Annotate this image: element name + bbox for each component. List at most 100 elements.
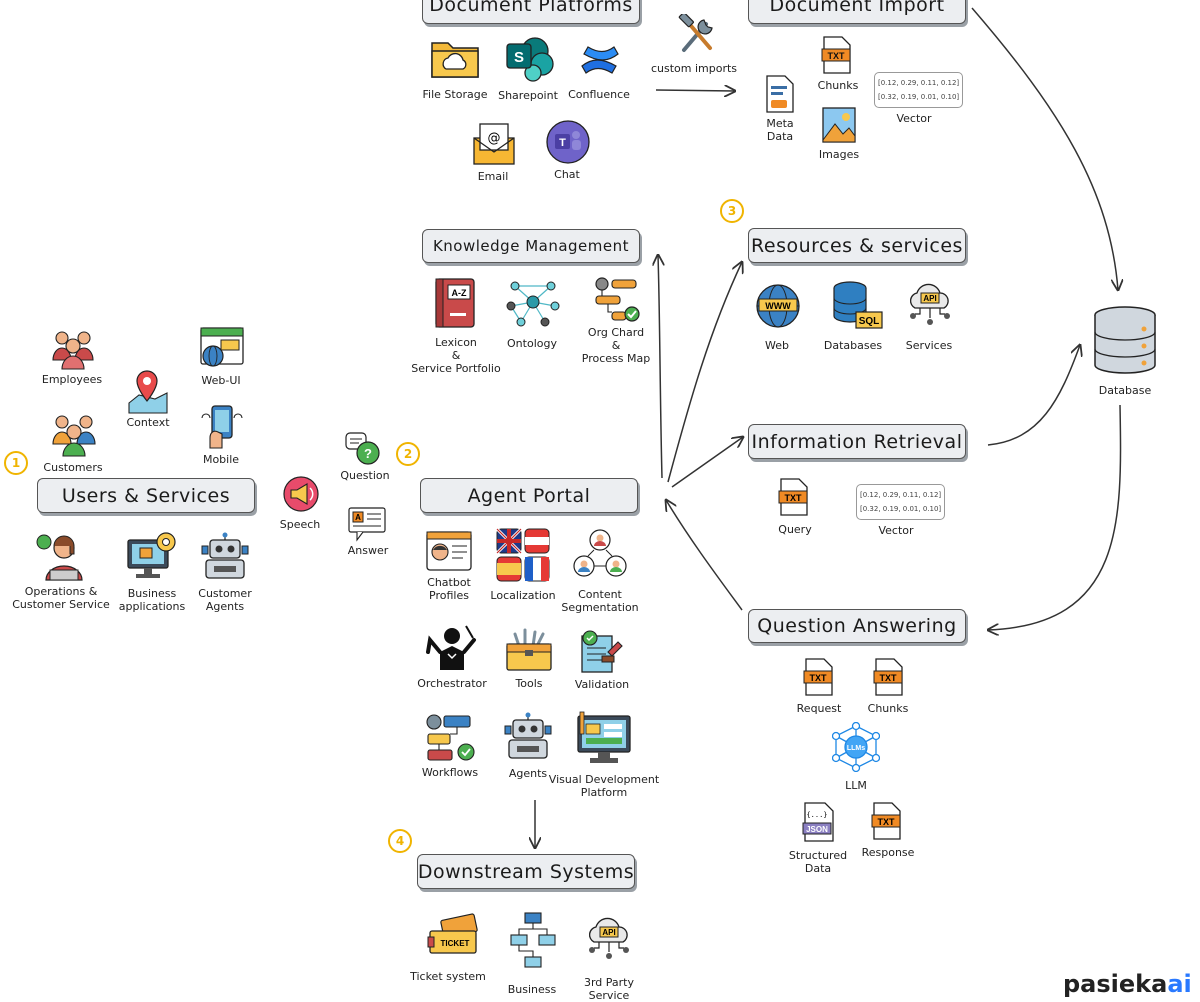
validation-stamp-icon: [581, 630, 623, 673]
request-label: Request: [796, 702, 842, 715]
localization-label: Localization: [490, 589, 556, 602]
orchestrator-label: Orchestrator: [417, 677, 487, 690]
svg-text:TXT: TXT: [810, 673, 828, 683]
retrieval-vector-row-2: [0.32, 0.19, 0.01, 0.10]: [860, 505, 942, 513]
business-flowchart-icon: [510, 912, 556, 968]
arrow-database-to-qa: [988, 404, 1122, 630]
business-applications-label: Business applications: [118, 587, 186, 613]
svg-text:TXT: TXT: [878, 817, 896, 827]
third-party-api-icon: API: [588, 917, 629, 959]
chunks-label: Chunks: [817, 79, 859, 92]
confluence-icon: [581, 46, 619, 74]
question-answering-box: Question Answering: [748, 609, 966, 643]
step-number-3: 3: [720, 199, 744, 223]
speech-label: Speech: [279, 518, 321, 531]
agents-robot-icon: [504, 712, 552, 759]
business-label: Business: [507, 983, 557, 996]
email-label: Email: [477, 170, 509, 183]
answer-document-icon: A: [348, 507, 386, 542]
step-number-2: 2: [396, 442, 420, 466]
query-label: Query: [778, 523, 812, 536]
ontology-label: Ontology: [507, 337, 557, 350]
customer-agent-robot-icon: [201, 532, 249, 579]
svg-text:S: S: [514, 49, 524, 66]
users-services-box: Users & Services: [37, 478, 255, 513]
visual-development-icon: [577, 711, 631, 763]
llm-network-icon: LLMs: [832, 722, 880, 772]
svg-text:?: ?: [364, 446, 372, 461]
database-server-icon: [1094, 306, 1156, 374]
sharepoint-label: Sharepoint: [498, 89, 558, 102]
operations-label: Operations & Customer Service: [12, 585, 110, 611]
chat-label: Chat: [554, 168, 580, 181]
svg-text:WWW: WWW: [765, 301, 791, 311]
vector-label: Vector: [896, 112, 932, 125]
arrow-portal-to-knowledge: [658, 255, 662, 479]
ticket-system-icon: TICKET: [427, 913, 478, 954]
step-number-4: 4: [388, 829, 412, 853]
tools-hammer-wrench-icon: [678, 14, 713, 52]
localization-flags-icon: [495, 527, 550, 582]
svg-text:A: A: [355, 513, 361, 522]
org-chart-process-icon: [595, 277, 640, 322]
svg-text:T: T: [559, 137, 566, 149]
svg-text:TXT: TXT: [880, 673, 898, 683]
file-storage-label: File Storage: [422, 88, 488, 101]
question-answering-title: Question Answering: [757, 615, 957, 637]
svg-text:{...}: {...}: [806, 811, 827, 819]
toolbox-icon: [506, 628, 552, 671]
chatbot-profiles-label: Chatbot Profiles: [427, 576, 471, 602]
chatbot-profiles-icon: [426, 531, 472, 571]
svg-text:TXT: TXT: [828, 51, 846, 61]
web-ui-label: Web-UI: [201, 374, 241, 387]
request-txt-icon: TXT: [803, 658, 833, 696]
retrieval-vector-row-1: [0.12, 0.29, 0.11, 0.12]: [860, 491, 942, 499]
information-retrieval-box: Information Retrieval: [748, 424, 966, 459]
document-import-title: Document Import: [769, 0, 945, 16]
svg-text:API: API: [602, 928, 615, 937]
document-platforms-box: Document Platforms: [422, 0, 640, 24]
customers-icon: [52, 415, 96, 457]
downstream-systems-box: Downstream Systems: [417, 854, 635, 889]
resources-services-box: Resources & services: [748, 228, 966, 263]
validation-label: Validation: [574, 678, 630, 691]
svg-text:A-Z: A-Z: [452, 288, 467, 298]
folder-cloud-icon: [431, 42, 479, 78]
svg-text:SQL: SQL: [859, 316, 880, 327]
svg-text:LLMs: LLMs: [847, 745, 865, 752]
employees-label: Employees: [41, 373, 103, 386]
third-party-service-label: 3rd Party Service: [583, 976, 635, 1002]
email-icon: @: [473, 123, 515, 165]
arrow-import-to-database: [971, 7, 1118, 290]
ontology-network-icon: [506, 281, 560, 327]
import-vector-row-2: [0.32, 0.19, 0.01, 0.10]: [878, 93, 960, 101]
knowledge-management-title: Knowledge Management: [432, 237, 630, 255]
code-file-icon: [766, 75, 794, 113]
lexicon-label: Lexicon & Service Portfolio: [411, 336, 501, 375]
mobile-phone-icon: [201, 405, 243, 449]
users-services-title: Users & Services: [61, 484, 231, 507]
operations-headset-icon: [36, 534, 83, 581]
pasieka-ai-logo: pasiekaai: [1063, 970, 1192, 998]
question-label: Question: [340, 469, 390, 482]
tools-label: Tools: [515, 677, 543, 690]
import-vector-row-1: [0.12, 0.29, 0.11, 0.12]: [878, 79, 960, 87]
services-label: Services: [905, 339, 953, 352]
business-applications-icon: [127, 532, 176, 578]
brand-suffix: ai: [1167, 970, 1192, 998]
lexicon-book-icon: A-Z: [435, 278, 475, 328]
import-vector-box: [0.12, 0.29, 0.11, 0.12] [0.32, 0.19, 0.…: [874, 72, 964, 108]
databases-label: Databases: [823, 339, 883, 352]
api-cloud-icon: API: [909, 283, 950, 325]
databases-icon: SQL: [833, 281, 883, 329]
images-label: Images: [818, 148, 860, 161]
web-label: Web: [765, 339, 789, 352]
web-globe-icon: WWW: [756, 284, 800, 328]
txt-file-icon: TXT: [821, 36, 851, 74]
workflows-icon: [426, 714, 475, 761]
structured-data-label: Structured Data: [788, 849, 848, 875]
org-chard-label: Org Chard & Process Map: [581, 326, 651, 365]
svg-text:JSON: JSON: [806, 825, 828, 834]
document-platforms-title: Document Platforms: [429, 0, 633, 16]
chunks-qa-label: Chunks: [867, 702, 909, 715]
